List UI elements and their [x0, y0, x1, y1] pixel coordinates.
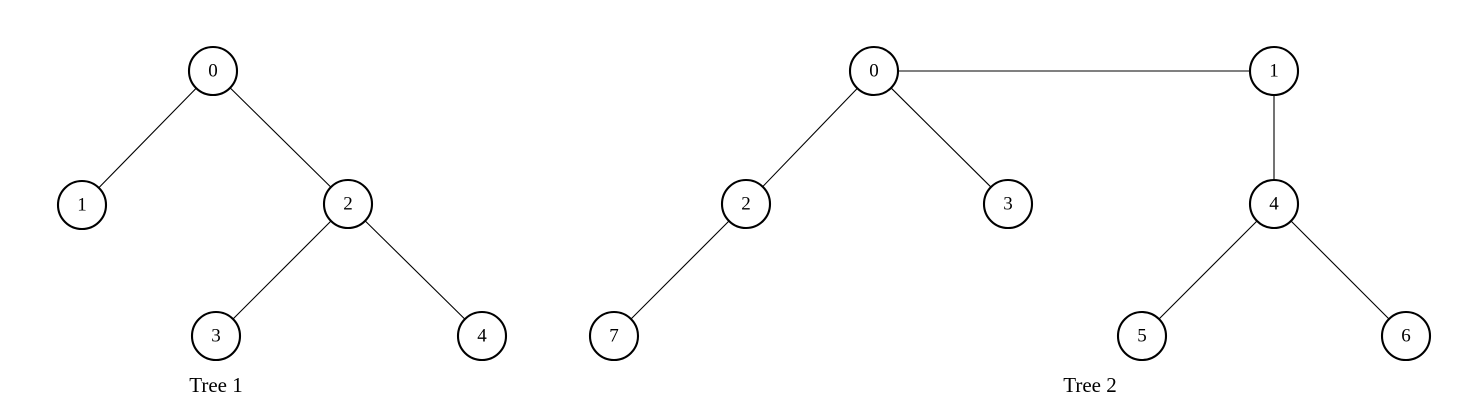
- edge-4-5: [1157, 219, 1259, 321]
- tree-node[interactable]: 0: [187, 45, 239, 97]
- tree-node[interactable]: 3: [190, 310, 242, 362]
- node-circle-2[interactable]: [322, 178, 374, 230]
- edge-0-2: [761, 87, 859, 188]
- node-circle-1[interactable]: [56, 179, 108, 231]
- tree-node[interactable]: 1: [1248, 45, 1300, 97]
- tree-caption-2: Tree 2: [1063, 373, 1116, 397]
- tree-node[interactable]: 1: [56, 179, 108, 231]
- captions-layer: Tree 1 Tree 2: [189, 373, 1116, 397]
- node-circle-2[interactable]: [720, 178, 772, 230]
- edge-0-3: [889, 86, 993, 189]
- node-circle-7[interactable]: [588, 310, 640, 362]
- tree-node[interactable]: 2: [322, 178, 374, 230]
- edges-layer: [97, 70, 1391, 321]
- tree-node[interactable]: 2: [720, 178, 772, 230]
- edge-0-1: [97, 87, 198, 189]
- tree-node[interactable]: 3: [982, 178, 1034, 230]
- node-circle-3[interactable]: [982, 178, 1034, 230]
- node-circle-5[interactable]: [1116, 310, 1168, 362]
- tree-caption-1: Tree 1: [189, 373, 242, 397]
- edge-2-3: [231, 219, 333, 321]
- tree-node[interactable]: 4: [456, 310, 508, 362]
- tree-node[interactable]: 4: [1248, 178, 1300, 230]
- edge-4-6: [1289, 219, 1391, 321]
- edge-2-7: [629, 219, 731, 321]
- tree-node[interactable]: 6: [1380, 310, 1432, 362]
- tree-node[interactable]: 7: [588, 310, 640, 362]
- node-circle-4[interactable]: [456, 310, 508, 362]
- node-circle-6[interactable]: [1380, 310, 1432, 362]
- tree-node[interactable]: 0: [848, 45, 900, 97]
- node-circle-1[interactable]: [1248, 45, 1300, 97]
- node-circle-0[interactable]: [848, 45, 900, 97]
- nodes-layer: 0 1 2 3 4 0 1 2 3 4 5 6 7: [56, 45, 1432, 362]
- node-circle-0[interactable]: [187, 45, 239, 97]
- edge-2-4: [364, 219, 466, 321]
- node-circle-4[interactable]: [1248, 178, 1300, 230]
- tree-node[interactable]: 5: [1116, 310, 1168, 362]
- edge-0-2: [228, 86, 333, 189]
- node-circle-3[interactable]: [190, 310, 242, 362]
